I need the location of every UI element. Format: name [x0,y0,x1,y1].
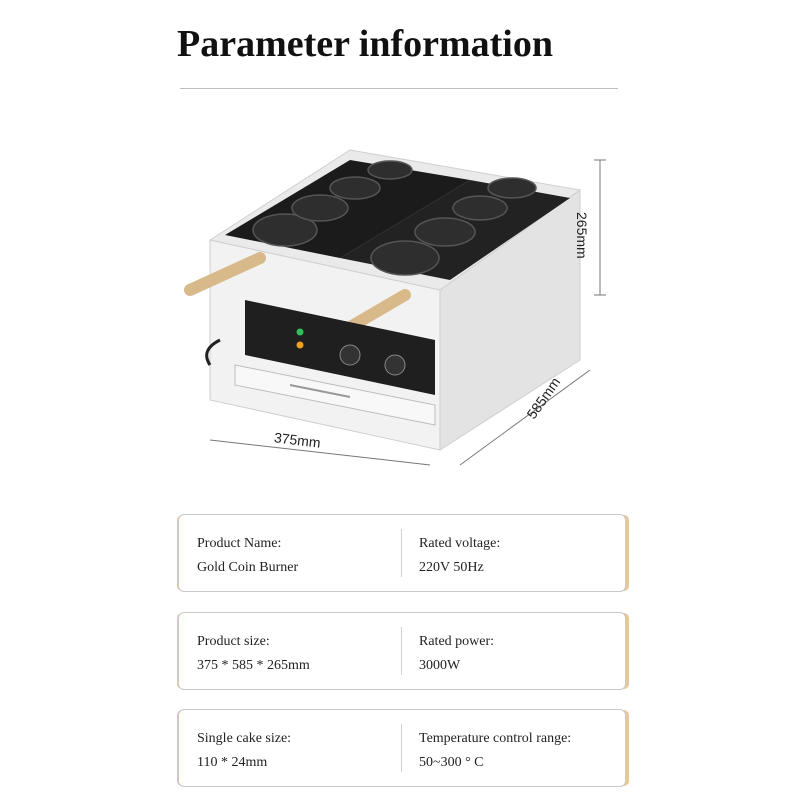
card-divider [401,627,402,675]
spec-label: Rated power: [419,634,495,649]
spec-label: Product Name: [197,536,282,551]
spec-cell: Product size: 375 * 585 * 265mm [197,631,310,677]
spec-value: 375 * 585 * 265mm [197,658,310,673]
spec-card: Product Name: Gold Coin Burner Rated vol… [178,514,626,592]
spec-value: 3000W [419,658,461,673]
spec-card: Single cake size: 110 * 24mm Temperature… [178,709,626,787]
spec-card: Product size: 375 * 585 * 265mm Rated po… [178,612,626,690]
spec-value: 110 * 24mm [197,755,268,770]
spec-label: Rated voltage: [419,536,501,551]
spec-value: 220V 50Hz [419,560,484,575]
spec-value: 50~300 ° C [419,755,484,770]
card-divider [401,724,402,772]
height-dimension-label: 265mm [574,212,590,259]
spec-cell: Rated power: 3000W [419,631,494,677]
page-title: Parameter information [176,23,553,65]
spec-label: Temperature control range: [419,731,572,746]
card-divider [401,529,402,577]
spec-cell: Temperature control range: 50~300 ° C [419,728,571,774]
title-divider [180,88,618,89]
spec-label: Single cake size: [197,731,292,746]
spec-label: Product size: [197,634,270,649]
product-image [184,149,606,466]
spec-cell: Rated voltage: 220V 50Hz [419,533,500,579]
spec-cell: Product Name: Gold Coin Burner [197,533,298,579]
spec-cell: Single cake size: 110 * 24mm [197,728,291,774]
spec-value: Gold Coin Burner [197,560,299,575]
